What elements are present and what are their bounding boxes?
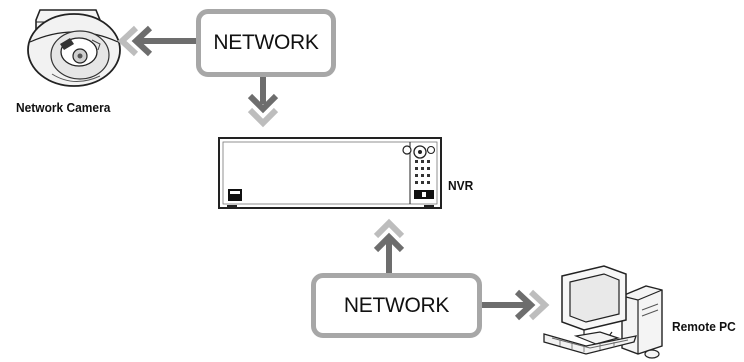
network-label-top: NETWORK (213, 31, 319, 54)
arrow-network-to-nvr-up (373, 218, 405, 273)
arrow-network-to-camera (117, 25, 196, 57)
dome-camera-icon (27, 9, 121, 87)
nvr-label: NVR (448, 178, 474, 193)
camera-label: Network Camera (16, 100, 111, 115)
network-box-top: NETWORK (196, 9, 336, 77)
network-box-bottom: NETWORK (311, 273, 482, 338)
arrow-network-to-nvr (247, 77, 279, 128)
network-label-bottom: NETWORK (343, 293, 450, 317)
arrow-network-to-pc (482, 289, 550, 321)
nvr-recorder-icon (218, 137, 442, 209)
desktop-pc-icon (543, 265, 663, 359)
pc-label: Remote PC (672, 319, 736, 334)
